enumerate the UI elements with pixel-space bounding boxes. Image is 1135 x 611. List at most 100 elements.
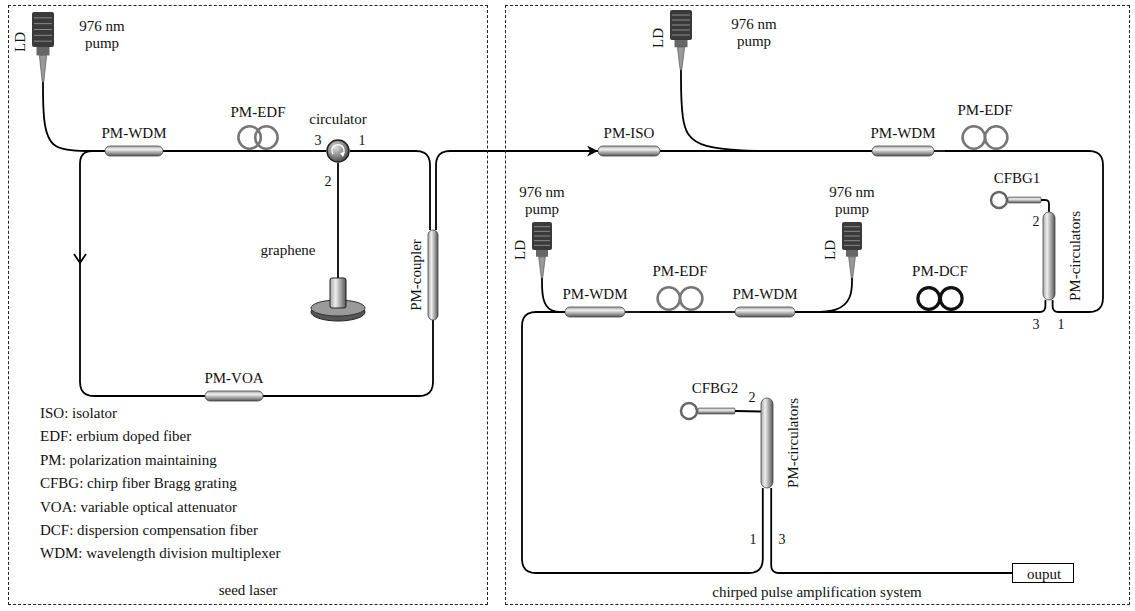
fiber-component xyxy=(565,307,625,317)
abbreviation-note: CFBG: chirp fiber Bragg grating xyxy=(40,475,237,492)
component-label: PM-circulators xyxy=(785,398,802,488)
optical-fiber xyxy=(163,150,228,152)
component-label: 976 nm pump xyxy=(514,184,570,217)
fiber-segment xyxy=(228,150,288,152)
fiber-coil: PM-DCF xyxy=(900,286,980,312)
component-label: PM-coupler xyxy=(408,239,425,311)
fiber-component xyxy=(105,146,163,156)
diode-fin xyxy=(672,20,690,21)
graphene-absorber xyxy=(310,278,366,322)
optical-fiber xyxy=(720,311,735,313)
component-label: PM-EDF xyxy=(230,104,285,121)
optical-fiber xyxy=(436,151,598,230)
diode-fin xyxy=(534,236,550,237)
optical-fiber xyxy=(795,278,852,312)
component-body xyxy=(565,307,625,317)
component-body xyxy=(872,146,934,156)
diode-fin xyxy=(844,245,860,246)
fiber-coil: PM-EDF xyxy=(945,125,1025,151)
fiber-coil xyxy=(945,125,1025,151)
dashed-region: chirped pulse amplification systemPM-ISO… xyxy=(505,5,1130,605)
fiber-component: PM-VOA xyxy=(205,391,263,401)
circulator-body xyxy=(327,140,349,162)
fiber-coil: PM-EDF xyxy=(228,125,288,151)
port-number: 1 xyxy=(1058,317,1065,332)
optical-fiber xyxy=(1041,200,1049,212)
component-label: PM-WDM xyxy=(562,286,627,303)
fiber-grating xyxy=(679,400,735,422)
region-title: chirped pulse amplification system xyxy=(712,584,922,601)
component-label: PM-EDF xyxy=(957,102,1012,119)
component-label: LD xyxy=(650,28,667,48)
diode-body xyxy=(842,222,862,250)
port-number: 1 xyxy=(359,133,366,148)
optical-fiber xyxy=(542,278,565,312)
fiber-component: PM-WDM xyxy=(565,307,625,317)
fiber-loop xyxy=(991,192,1007,208)
diode-mount xyxy=(536,250,548,257)
diode-fin xyxy=(534,245,550,246)
fiber-component xyxy=(1043,212,1055,300)
fiber-turn xyxy=(255,126,277,148)
diode-fin xyxy=(534,231,550,232)
optical-fiber xyxy=(337,163,339,278)
component-label: CFBG2 xyxy=(692,380,739,397)
optical-fiber xyxy=(350,151,430,230)
diode-pigtail xyxy=(39,55,46,82)
diode-fin xyxy=(844,240,860,241)
grating-body xyxy=(698,408,735,414)
fiber-loop xyxy=(681,403,697,419)
laser-diode: LD976 nm pump xyxy=(530,222,554,278)
fiber-component: PM-WDM xyxy=(105,146,163,156)
diode-mount xyxy=(846,250,858,257)
circulator-symbol xyxy=(326,139,350,163)
component-label: circulator xyxy=(309,111,366,128)
component-label: PM-DCF xyxy=(912,263,968,280)
fiber-turn xyxy=(658,287,680,309)
fiber-segment xyxy=(900,311,980,313)
component-body xyxy=(735,307,795,317)
fiber-component: PM-coupler xyxy=(428,230,438,320)
fiber-coil xyxy=(228,125,288,151)
optical-fiber xyxy=(522,312,763,573)
component-body xyxy=(1043,212,1055,300)
optical-fiber xyxy=(625,311,640,313)
diode-fin xyxy=(34,17,52,18)
port-number: 2 xyxy=(325,174,332,189)
diode-fin xyxy=(844,231,860,232)
fiber-grating: CFBG1 xyxy=(989,190,1041,210)
diode-fin xyxy=(844,226,860,227)
optical-fiber xyxy=(934,150,945,152)
optical-fiber xyxy=(288,150,326,152)
grating-body xyxy=(1008,197,1041,203)
diode-body xyxy=(32,12,54,47)
component-body xyxy=(761,398,773,488)
port-number: 2 xyxy=(1033,214,1040,229)
port-number: 3 xyxy=(779,532,786,547)
port-number: 1 xyxy=(750,532,757,547)
fiber-component: PM-WDM xyxy=(872,146,934,156)
fiber-coil xyxy=(640,286,720,312)
diode-fin xyxy=(672,15,690,16)
fiber-segment xyxy=(640,311,720,313)
abbreviation-note: DCF: dispersion compensation fiber xyxy=(40,522,258,539)
laser-diode xyxy=(30,12,56,82)
laser-diode xyxy=(530,222,554,278)
fiber-component xyxy=(735,307,795,317)
laser-diode xyxy=(668,10,694,70)
graphene-absorber: graphene xyxy=(310,278,366,322)
diode-pigtail xyxy=(539,257,546,278)
laser-diode xyxy=(840,222,864,278)
graphene-holder xyxy=(330,278,346,308)
diode-fin xyxy=(534,240,550,241)
diode-fin xyxy=(844,236,860,237)
diode-fin xyxy=(34,23,52,24)
output-box: ouput xyxy=(1012,563,1074,583)
port-number: 3 xyxy=(315,133,322,148)
fiber-turn xyxy=(963,126,985,148)
laser-diode: LD976 nm pump xyxy=(30,12,56,82)
dashed-region: seed laserLD976 nm pumpPM-WDMPM-EDFcircu… xyxy=(8,5,488,605)
abbreviation-note: WDM: wavelength division multiplexer xyxy=(40,545,280,562)
